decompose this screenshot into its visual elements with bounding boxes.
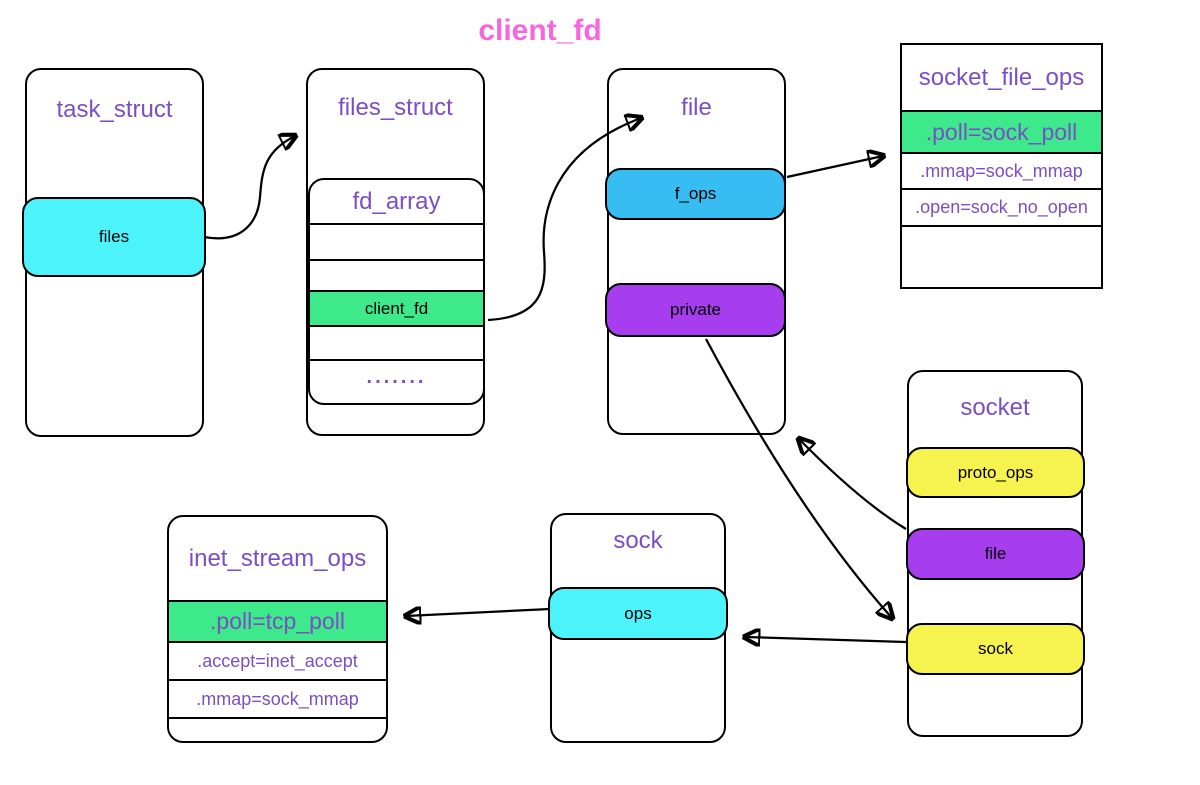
client-fd-row: client_fd: [310, 290, 483, 325]
diagram-title: client_fd: [478, 14, 602, 47]
open-sock-no-open-row: .open=sock_no_open: [902, 188, 1101, 225]
poll-sock-poll-row: .poll=sock_poll: [902, 110, 1101, 152]
f-ops-field: f_ops: [605, 168, 786, 220]
private-field: private: [605, 283, 786, 337]
socket-file-ops-title: socket_file_ops: [918, 63, 1085, 91]
sock-title: sock: [613, 527, 663, 554]
files-struct-title: files_struct: [338, 94, 453, 121]
files-field: files: [22, 197, 206, 277]
socket-title: socket: [960, 394, 1030, 421]
socket-file-field: file: [906, 528, 1085, 580]
inet-stream-ops-table: inet_stream_ops .poll=tcp_poll .accept=i…: [167, 515, 388, 743]
file-title: file: [681, 94, 712, 121]
fd-array-empty-row: [310, 325, 483, 359]
mmap-sock-mmap-row: .mmap=sock_mmap: [902, 152, 1101, 188]
poll-tcp-poll-row: .poll=tcp_poll: [169, 600, 386, 641]
mmap-sock-mmap-row2: .mmap=sock_mmap: [169, 679, 386, 717]
socket-sock-field: sock: [906, 623, 1085, 675]
arrow-f-ops-to-socket-file-ops: [786, 156, 883, 179]
socket-file-ops-table: socket_file_ops .poll=sock_poll .mmap=so…: [900, 43, 1103, 289]
fd-array-header: fd_array: [352, 187, 441, 215]
fd-array-ellipsis-row: .......: [310, 359, 483, 403]
fd-array-table: fd_array client_fd .......: [308, 178, 485, 405]
arrow-files-to-files-struct: [203, 136, 295, 240]
fd-array-empty-row: [310, 223, 483, 259]
arrow-ops-to-inet-stream-ops: [406, 609, 551, 616]
inet-stream-ops-title: inet_stream_ops: [188, 544, 367, 572]
fd-array-empty-row: [310, 259, 483, 290]
accept-inet-accept-row: .accept=inet_accept: [169, 641, 386, 679]
task-struct-title: task_struct: [56, 96, 173, 123]
arrow-socket-file-to-file: [799, 439, 907, 530]
socket-file-ops-empty-row: [902, 225, 1101, 287]
proto-ops-field: proto_ops: [906, 447, 1085, 498]
file-box: file: [607, 68, 786, 435]
inet-stream-ops-empty-row: [169, 717, 386, 741]
ops-field: ops: [548, 587, 728, 640]
arrow-socket-sock-to-sock: [745, 637, 907, 642]
